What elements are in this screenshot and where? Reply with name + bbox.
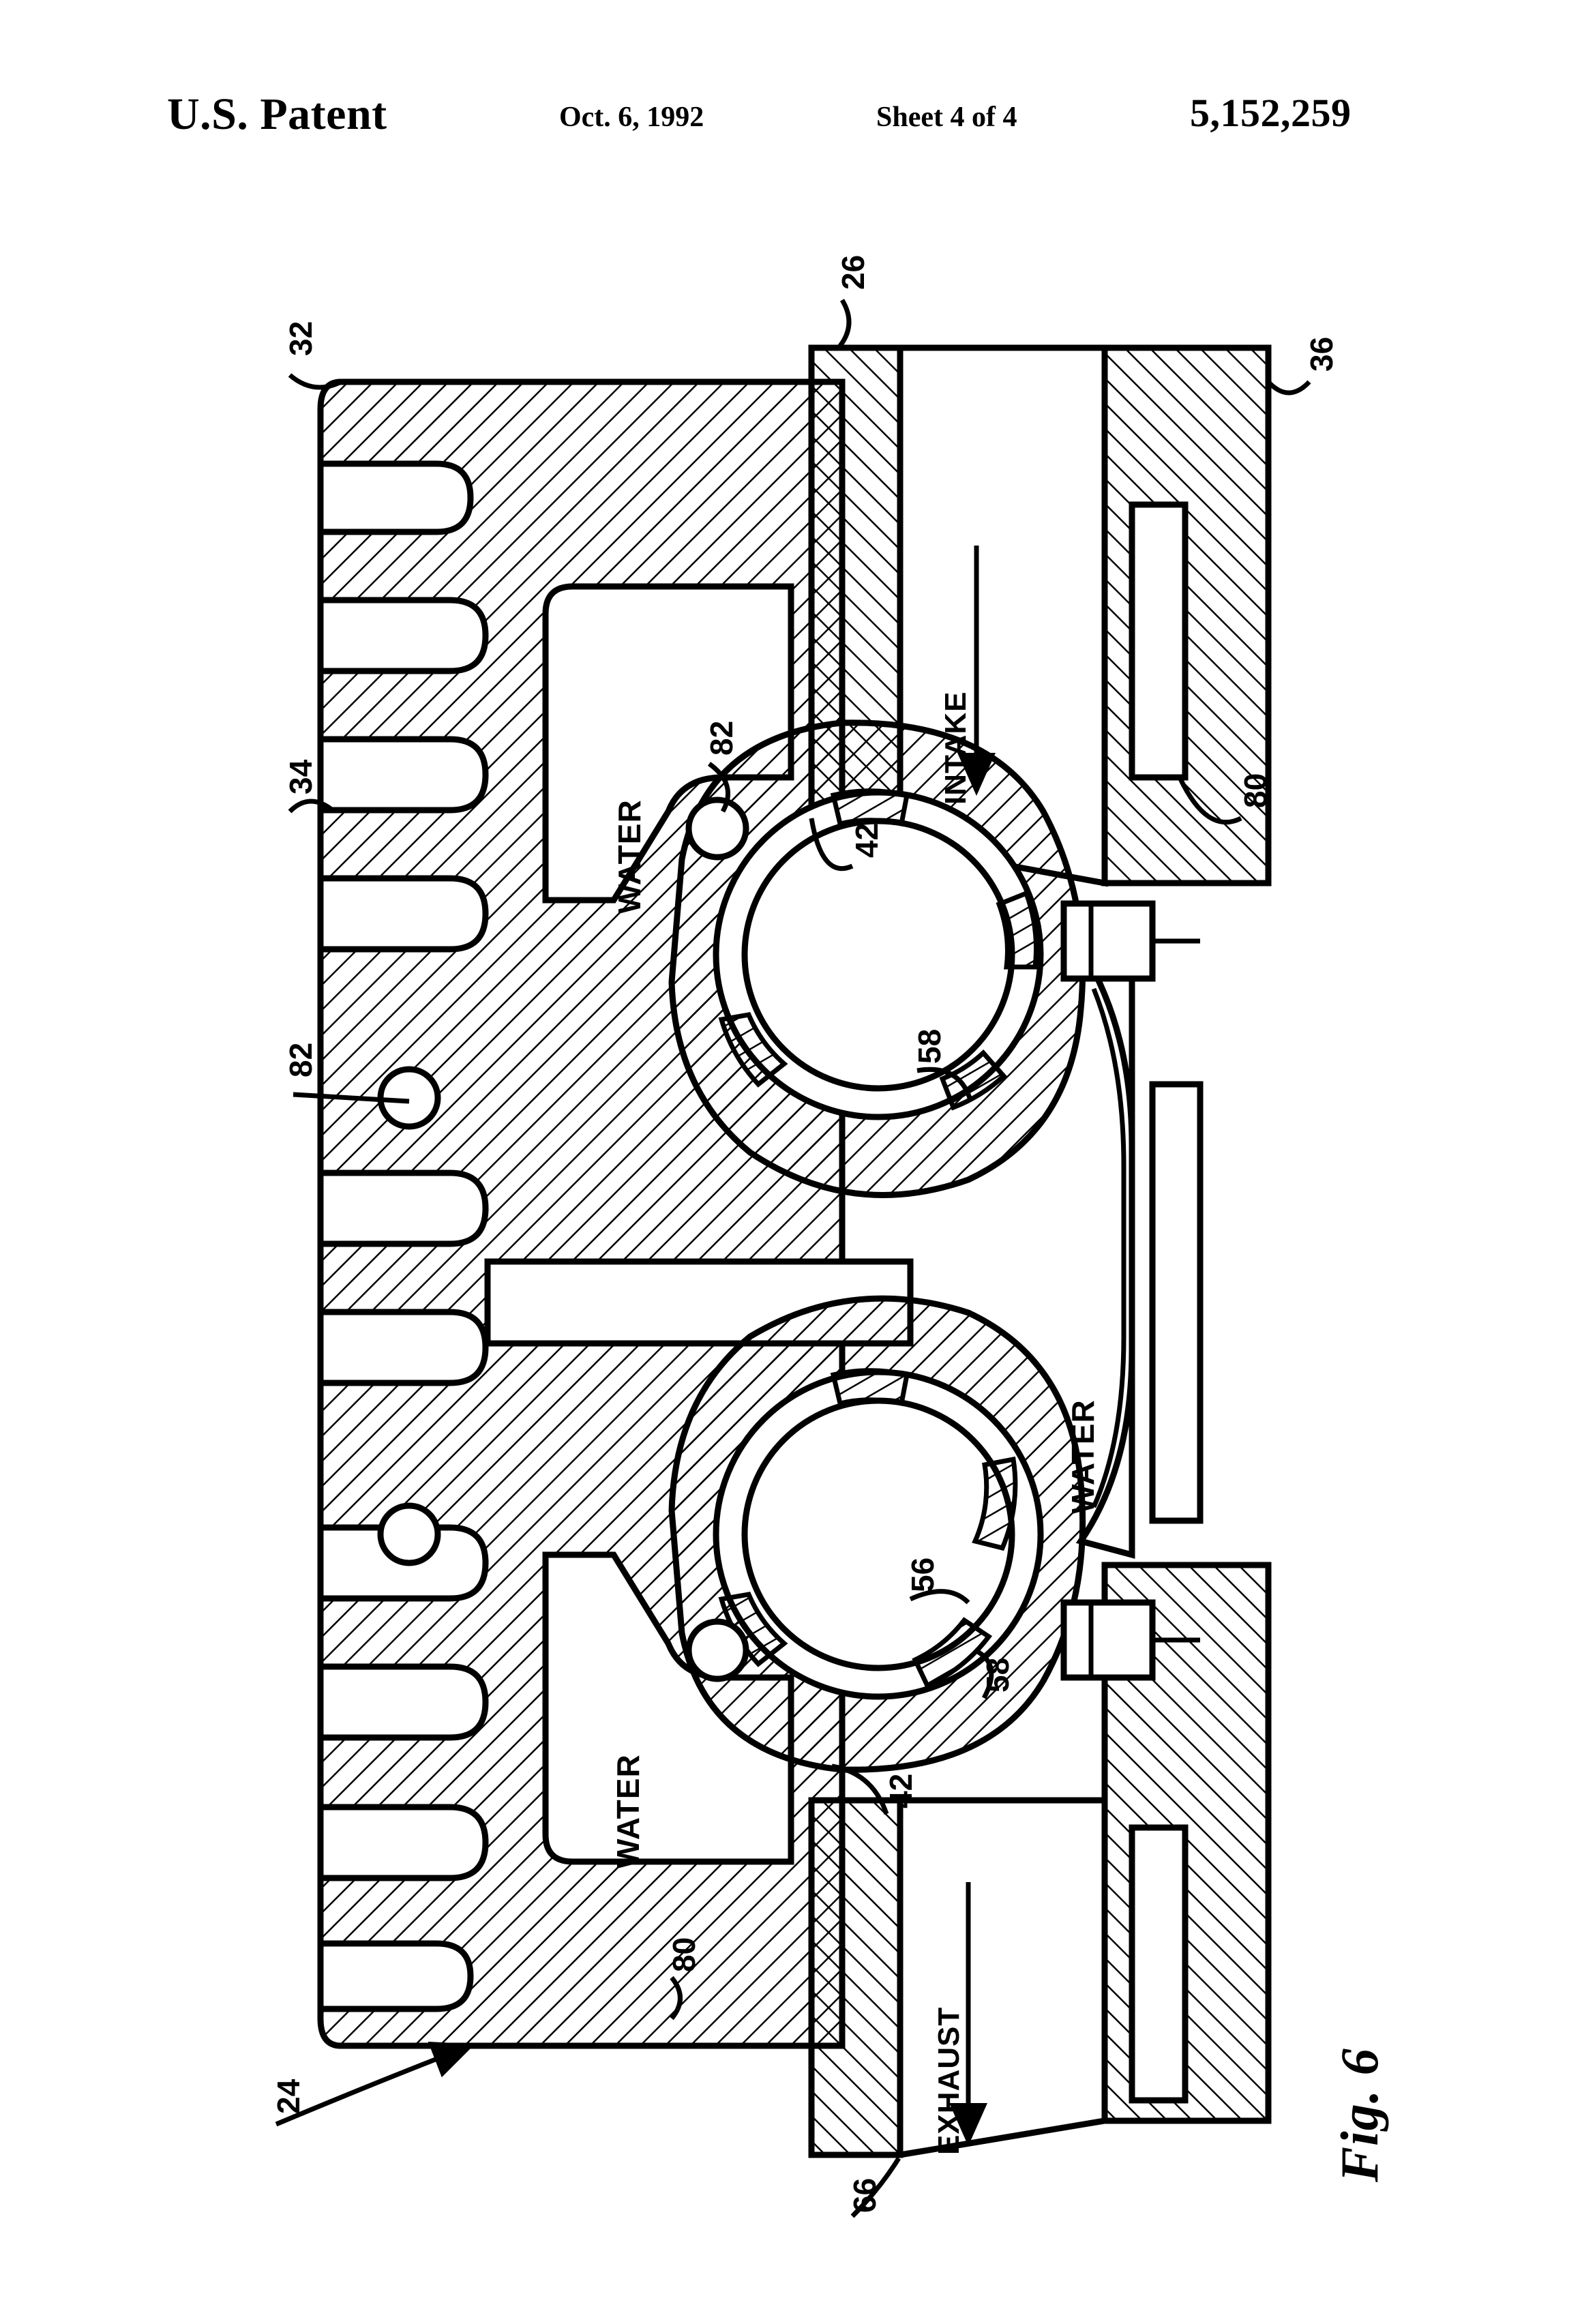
water-passage-middle: [1075, 937, 1204, 1559]
figure-6-drawing: [275, 299, 1311, 2218]
ref-numeral-24: 24: [271, 2079, 306, 2114]
sheet-number: Sheet 4 of 4: [876, 102, 1017, 133]
ref-numeral-42-bottom: 42: [883, 1773, 919, 1808]
ref-numeral-82-top: 82: [704, 720, 739, 756]
patent-header: U.S. Patent Oct. 6, 1992 Sheet 4 of 4 5,…: [0, 89, 1582, 164]
flow-label-exhaust: EXHAUST: [932, 2006, 966, 2155]
ref-numeral-34: 34: [283, 759, 318, 794]
exhaust-flange-wall: [808, 1797, 904, 2158]
bolt-hole-upper: [685, 796, 749, 861]
patent-date: Oct. 6, 1992: [559, 102, 704, 133]
ref-numeral-32: 32: [283, 321, 318, 356]
cylinder-bore-upper: [668, 719, 1086, 1198]
leader-lines: [275, 299, 1311, 2218]
flow-label-intake: INTAKE: [939, 691, 972, 805]
water-label-middle-right: WATER: [1065, 1399, 1101, 1514]
patent-figure: 32 34 82 24 26 36 80 82 42 58 56 58 42 8…: [0, 177, 1582, 2291]
cylinder-bore-inner-upper: [741, 818, 1015, 1092]
water-label-upper-left: WATER: [612, 799, 647, 914]
cylinder-bore-lower: [668, 1295, 1086, 1773]
bolt-hole-lower: [685, 1618, 749, 1682]
ref-numeral-42-top: 42: [849, 822, 884, 858]
ref-numeral-58-top: 58: [912, 1028, 947, 1064]
bolt-hole-left-lower: [377, 1502, 441, 1566]
ref-numeral-80-right: 80: [1238, 773, 1273, 808]
ref-numeral-82-left: 82: [283, 1042, 318, 1077]
figure-caption: Fig. 6: [1330, 2048, 1389, 2182]
ref-numeral-66: 66: [847, 2177, 882, 2213]
ref-numeral-56: 56: [905, 1557, 940, 1592]
ref-numeral-36: 36: [1304, 336, 1339, 372]
patent-number: 5,152,259: [1190, 91, 1352, 135]
water-slot-middle: [1149, 1081, 1204, 1524]
ref-numeral-58-bottom: 58: [980, 1657, 1015, 1693]
water-slot-upper: [1129, 501, 1189, 781]
water-label-lower-left: WATER: [610, 1754, 646, 1868]
valve-stub-upper: [1060, 900, 1200, 982]
ref-numeral-80-bottom: 80: [666, 1937, 702, 1972]
valve-stub-lower: [1060, 1599, 1200, 1681]
ref-numeral-26: 26: [835, 254, 871, 290]
exhaust-port-channel: [897, 1797, 1108, 2159]
water-slot-lower: [1129, 1824, 1189, 2104]
patent-office-title: U.S. Patent: [167, 89, 387, 139]
cooling-fins: [317, 460, 489, 2012]
